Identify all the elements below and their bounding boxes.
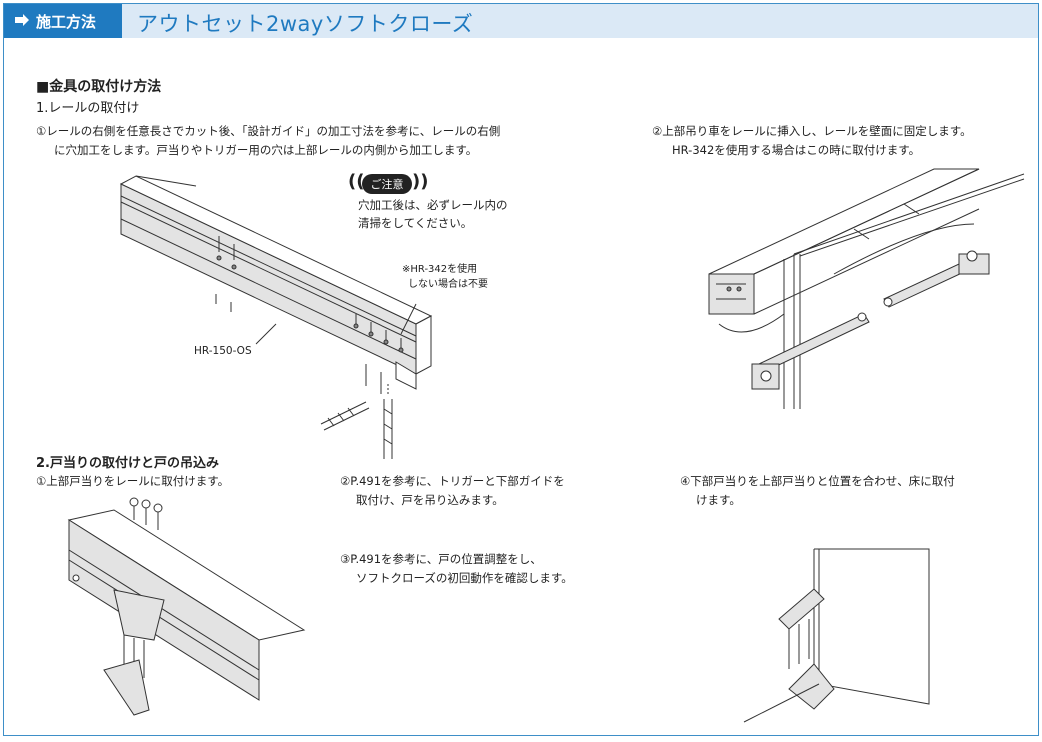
doorstop-step2-line1: ②P.491を参考に、トリガーと下部ガイドを: [340, 474, 565, 488]
section-heading: ■金具の取付け方法: [36, 79, 162, 95]
note-line2: しない場合は不要: [408, 279, 488, 290]
doorstop-step3-line1: ③P.491を参考に、戸の位置調整をし、: [340, 552, 542, 566]
rail-drilling-illustration: [119, 175, 433, 459]
doorstop-step4-line2: けます。: [696, 493, 741, 507]
page: 施工方法 アウトセット2wayソフトクローズ ■金具の取付け方法 1.レールの取…: [3, 3, 1039, 736]
trolley-insertion-illustration: [708, 168, 1025, 409]
subsection-heading-rail: 1.レールの取付け: [36, 101, 140, 116]
subsection-heading-doorstop: 2.戸当りの取付けと戸の吊込み: [36, 456, 219, 471]
lower-doorstop-illustration: [743, 548, 930, 723]
note-line1: ※HR-342を使用: [402, 264, 478, 275]
arrow-icon: [14, 12, 30, 30]
rail-step2-line1: ②上部吊り車をレールに挿入し、レールを壁面に固定します。: [652, 124, 972, 138]
header-band: 施工方法 アウトセット2wayソフトクローズ: [4, 4, 1038, 38]
rail-step1-line1: ①レールの右側を任意長さでカット後、「設計ガイド」の加工寸法を参考に、レールの右…: [36, 124, 501, 138]
rail-model-label: HR-150-OS: [194, 345, 252, 357]
section-tag-label: 施工方法: [36, 12, 97, 31]
doorstop-step3-line2: ソフトクローズの初回動作を確認します。: [356, 571, 573, 585]
section-tag: 施工方法: [4, 4, 122, 38]
upper-doorstop-illustration: [67, 497, 306, 716]
rail-step2-line2: HR-342を使用する場合はこの時に取付けます。: [672, 143, 921, 157]
rail-step1-line2: に穴加工をします。戸当りやトリガー用の穴は上部レールの内側から加工します。: [54, 143, 478, 157]
doorstop-step4-line1: ④下部戸当りを上部戸当りと位置を合わせ、床に取付: [680, 474, 955, 488]
caution-line1: 穴加工後は、必ずレール内の: [358, 198, 508, 212]
caution-label: ご注意: [362, 174, 412, 194]
doorstop-step2-line2: 取付け、戸を吊り込みます。: [356, 493, 504, 507]
page-title: アウトセット2wayソフトクローズ: [137, 12, 474, 36]
doorstop-step1: ①上部戸当りをレールに取付けます。: [36, 474, 230, 488]
caution-badge: (( ご注意 )): [348, 171, 429, 194]
caution-line2: 清掃をしてください。: [358, 216, 473, 230]
